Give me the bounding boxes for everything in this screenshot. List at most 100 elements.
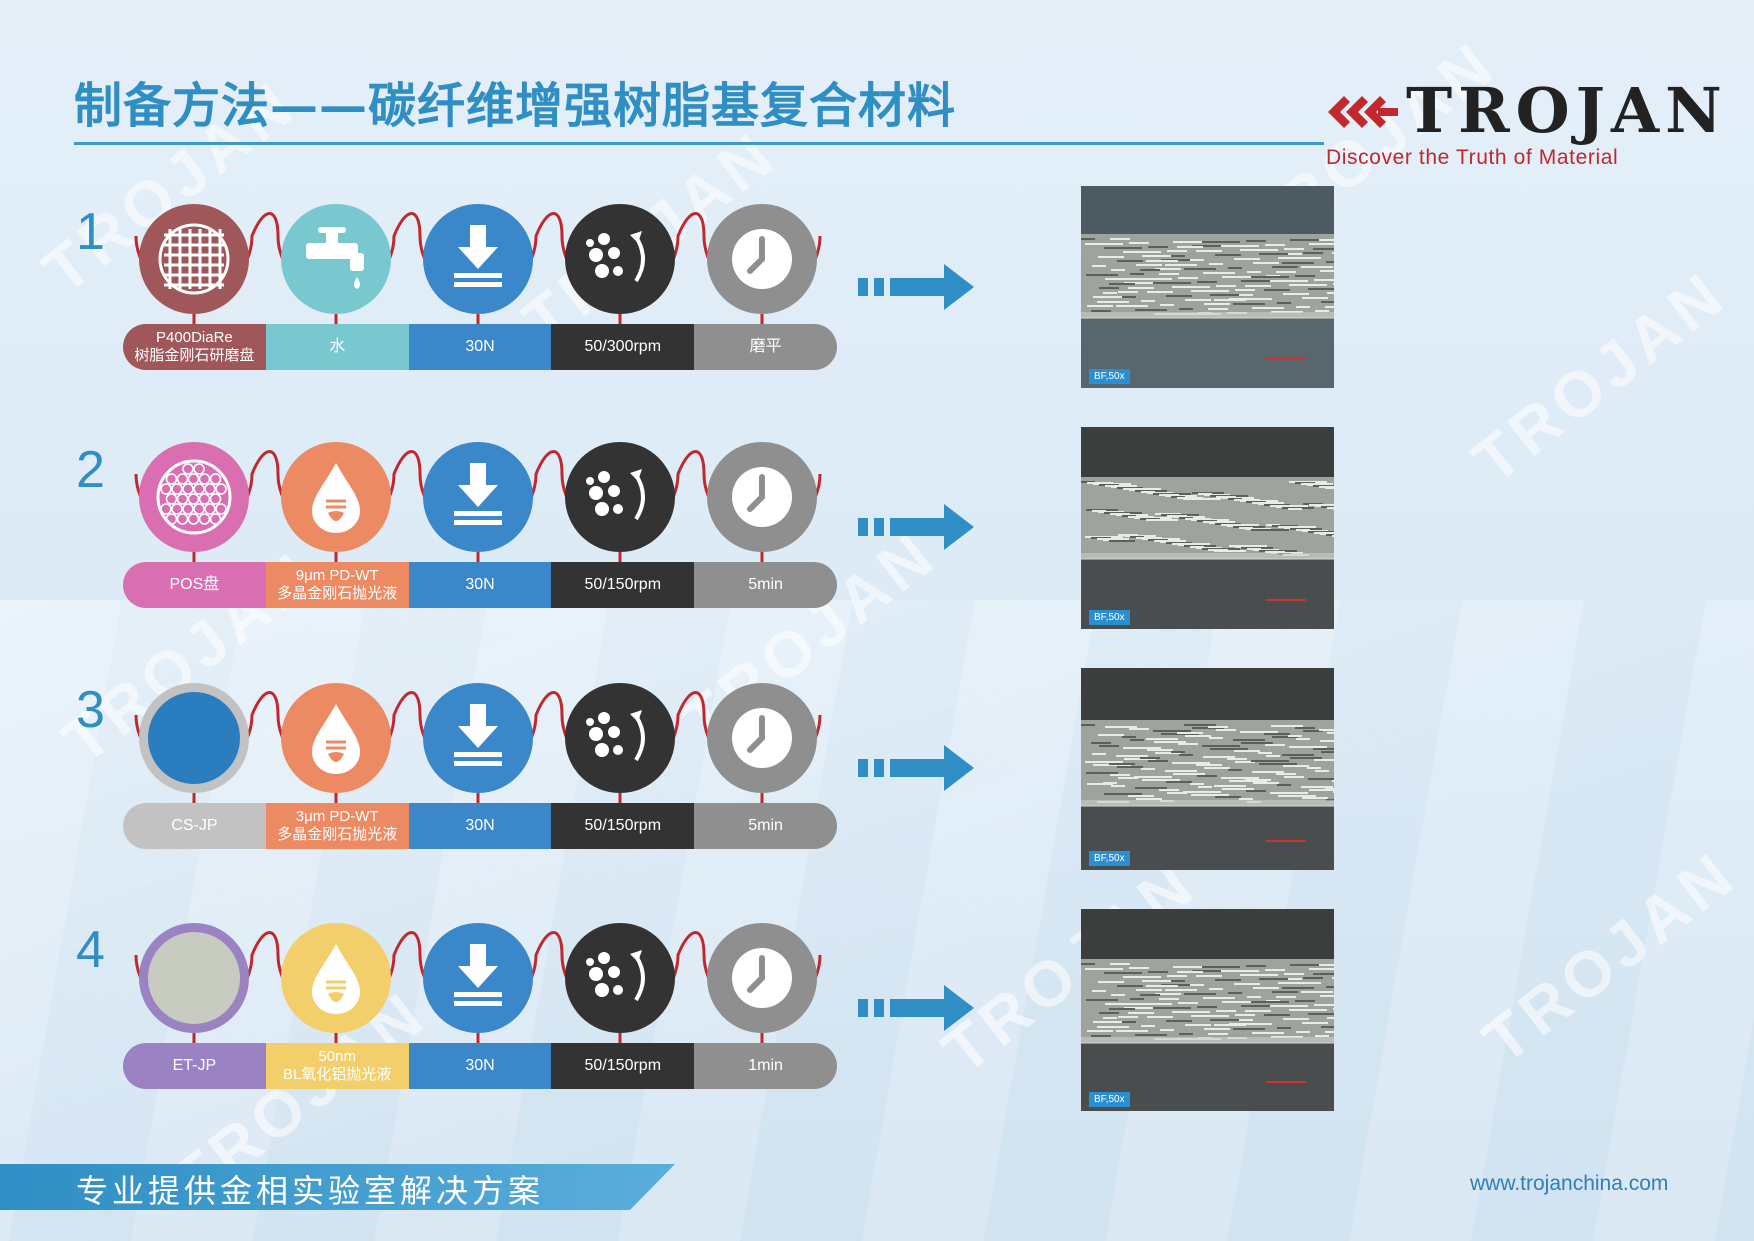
drop-icon <box>281 923 391 1033</box>
parameter-label: 30N <box>465 817 495 834</box>
faucet-icon <box>281 204 391 314</box>
download-arrow-icon <box>423 923 533 1033</box>
parameter-segment: 50/300rpm <box>551 324 695 370</box>
parameter-label: 30N <box>465 576 495 593</box>
title-divider <box>74 142 1324 145</box>
rotation-icon <box>565 204 675 314</box>
parameter-label: 多晶金刚石抛光液 <box>277 585 398 602</box>
parameter-label: 树脂金刚石研磨盘 <box>134 347 255 364</box>
parameter-label: 50/150rpm <box>584 576 662 593</box>
parameter-label: 50/150rpm <box>584 817 662 834</box>
drop-icon <box>281 442 391 552</box>
brand-logo: TROJAN Discover the Truth of Material <box>1322 74 1722 174</box>
parameter-segment: 30N <box>408 803 552 849</box>
parameter-label: POS盘 <box>169 576 220 593</box>
result-arrow-icon <box>858 985 974 1031</box>
parameter-segment: 5min <box>694 803 837 849</box>
parameter-label: 水 <box>329 338 346 355</box>
scale-bar <box>1266 358 1306 360</box>
download-arrow-icon <box>423 683 533 793</box>
rotation-icon <box>565 683 675 793</box>
parameter-segment: 30N <box>408 1043 552 1089</box>
page-title: 制备方法——碳纤维增强树脂基复合材料 <box>74 78 957 134</box>
parameter-label: 50/150rpm <box>584 1057 662 1074</box>
parameter-segment: 30N <box>408 324 552 370</box>
magnification-badge: BF,50x <box>1089 610 1130 625</box>
clock-icon <box>707 923 817 1033</box>
parameter-label: BL氧化铝抛光液 <box>283 1066 392 1083</box>
step-number: 1 <box>76 203 105 261</box>
scale-bar <box>1266 1081 1306 1083</box>
parameter-segment: 磨平 <box>694 324 837 370</box>
step-number: 2 <box>76 441 105 499</box>
magnification-badge: BF,50x <box>1089 1092 1130 1107</box>
micrograph-image: BF,50x <box>1081 186 1334 388</box>
result-arrow-icon <box>858 504 974 550</box>
parameter-label: 50/300rpm <box>584 338 662 355</box>
parameter-label: ET-JP <box>172 1057 217 1074</box>
parameter-segment: 水 <box>265 324 409 370</box>
parameter-label: 1min <box>748 1057 783 1074</box>
parameter-label: 30N <box>465 338 495 355</box>
result-arrow-icon <box>858 745 974 791</box>
parameter-label: 多晶金刚石抛光液 <box>277 826 398 843</box>
grid-disc-icon <box>139 204 249 314</box>
magnification-badge: BF,50x <box>1089 851 1130 866</box>
parameter-label: 3μm PD-WT <box>295 808 379 825</box>
scale-bar <box>1266 840 1306 842</box>
step-number: 4 <box>76 921 105 979</box>
rotation-icon <box>565 442 675 552</box>
logo-tagline: Discover the Truth of Material <box>1326 146 1619 169</box>
scale-bar <box>1266 599 1306 601</box>
parameter-segment: 50/150rpm <box>551 1043 695 1089</box>
solid-disc-icon <box>139 923 249 1033</box>
micrograph-image: BF,50x <box>1081 668 1334 870</box>
parameter-segment: 1min <box>694 1043 837 1089</box>
parameter-segment: 50/150rpm <box>551 562 695 608</box>
clock-icon <box>707 442 817 552</box>
result-arrow-icon <box>858 264 974 310</box>
solid-disc-icon <box>139 683 249 793</box>
parameter-label: 5min <box>748 817 783 834</box>
parameter-label: CS-JP <box>171 817 218 834</box>
parameter-label: 30N <box>465 1057 495 1074</box>
parameter-label: 50nm <box>318 1048 356 1065</box>
website-link[interactable]: www.trojanchina.com <box>1470 1172 1669 1195</box>
micrograph-image: BF,50x <box>1081 427 1334 629</box>
footer-slogan: 专业提供金相实验室解决方案 <box>76 1173 545 1209</box>
hex-disc-icon <box>139 442 249 552</box>
parameter-label: 5min <box>748 576 783 593</box>
logo-wordmark: TROJAN <box>1406 74 1728 147</box>
parameter-segment: ET-JP <box>123 1043 266 1089</box>
step-number: 3 <box>76 681 105 739</box>
download-arrow-icon <box>423 442 533 552</box>
parameter-segment: 30N <box>408 562 552 608</box>
download-arrow-icon <box>423 204 533 314</box>
drop-icon <box>281 683 391 793</box>
parameter-label: 9μm PD-WT <box>295 567 379 584</box>
logo-chevron-icon <box>1328 96 1398 128</box>
clock-icon <box>707 204 817 314</box>
parameter-segment: 5min <box>694 562 837 608</box>
clock-icon <box>707 683 817 793</box>
parameter-label: 磨平 <box>749 338 782 355</box>
rotation-icon <box>565 923 675 1033</box>
micrograph-image: BF,50x <box>1081 909 1334 1111</box>
parameter-label: P400DiaRe <box>156 329 233 346</box>
parameter-segment: 50/150rpm <box>551 803 695 849</box>
parameter-segment: CS-JP <box>123 803 266 849</box>
footer-band <box>0 1164 675 1210</box>
watermark: TROJAN <box>1459 256 1740 498</box>
